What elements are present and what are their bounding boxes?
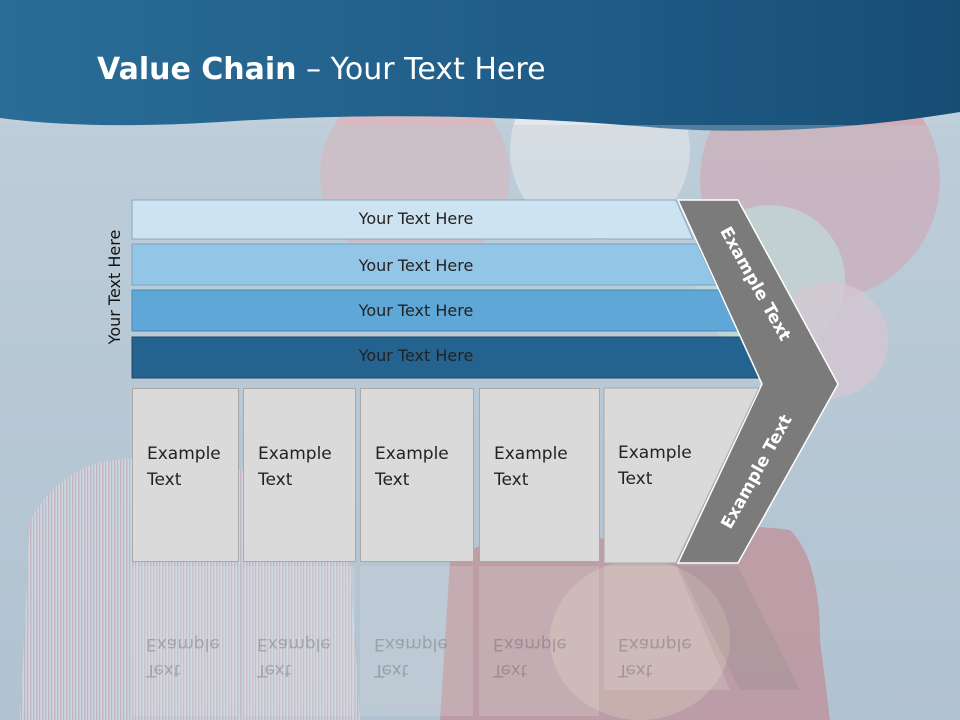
reflection	[132, 566, 800, 716]
box-4-reflection: Text Example	[479, 565, 600, 715]
box-1-line1: Example	[147, 444, 221, 464]
box-3-reflection-line2: Text	[374, 660, 409, 680]
box-5-reflection-line1: Example	[618, 634, 692, 654]
box-3-reflection-text: Text Example	[374, 631, 448, 683]
box-1-reflection: Text Example	[132, 565, 239, 715]
box-4-reflection-line1: Example	[493, 634, 567, 654]
side-label: Your Text Here	[105, 229, 124, 345]
box-5-reflection-line2: Text	[618, 660, 653, 680]
box-1-reflection-line1: Example	[146, 634, 220, 654]
bar-1-label: Your Text Here	[358, 209, 474, 228]
box-4-reflection-line2: Text	[493, 660, 528, 680]
box-2-line2: Text	[258, 470, 293, 490]
box-2-reflection-line2: Text	[257, 660, 292, 680]
box-5-shape	[603, 387, 760, 564]
box-4-reflection-text: Text Example	[493, 631, 567, 683]
box-3-line1: Example	[375, 444, 449, 464]
box-2-reflection: Text Example	[243, 565, 356, 715]
box-4-line1: Example	[494, 444, 568, 464]
box-3-reflection-line1: Example	[374, 634, 448, 654]
box-1-reflection-text: Text Example	[146, 631, 220, 683]
box-5-line2: Text	[618, 469, 653, 489]
box-2-line1: Example	[258, 444, 332, 464]
box-5-reflection-text: Text Example	[618, 631, 692, 683]
box-4-line2: Text	[494, 470, 529, 490]
bar-3-label: Your Text Here	[358, 301, 474, 320]
title-rest: – Your Text Here	[296, 52, 546, 87]
box-1-reflection-line2: Text	[146, 660, 181, 680]
box-3-line2: Text	[375, 470, 410, 490]
bar-1	[131, 199, 694, 240]
box-5-reflection: Text Example	[604, 565, 724, 715]
box-5-line1: Example	[618, 443, 692, 463]
slide-title: Value Chain – Your Text Here	[97, 52, 546, 87]
box-2-reflection-text: Text Example	[257, 631, 331, 683]
box-1-line2: Text	[147, 470, 182, 490]
box-2-reflection-line1: Example	[257, 634, 331, 654]
title-bold: Value Chain	[97, 52, 297, 87]
box-3-reflection: Text Example	[360, 565, 474, 715]
bar-4-label: Your Text Here	[358, 346, 474, 365]
chevron-arrow	[676, 199, 839, 564]
bar-2-label: Your Text Here	[358, 256, 474, 275]
